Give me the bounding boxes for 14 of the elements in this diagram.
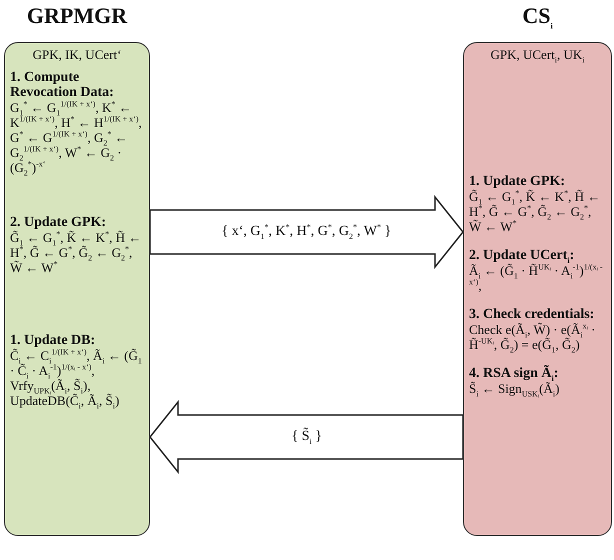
edge-label: { S̃$_{i}$ } — [292, 429, 322, 445]
protocol-step: 2. Update GPK: G̃$_{1}$ ← G$_{1}$$^{*}$, K̃ ← K$^{*}$, H̃ ← H$^{*}$, G̃ ← G$^{*}$, G̃$_{2}$ ← G$_{2}$$^{*}$, W̃ ← W$^{*}$ — [10, 215, 144, 275]
protocol-step: 4. RSA sign Ã$_{i}$: S̃$_{i}$ ← Sign$_{USKᵢ}$(Ã$_{i}$) — [469, 366, 606, 396]
protocol-step: 1. Update DB: C̃$_{i}$ ← C$_{i}$$^{1/(IK + x‘)}$, Ã$_{i}$ ← (G̃$_{1}$ · C̃$_{i}$ · A$_{i}$$^{-1}$)$^{1/(xᵢ - x‘)}$, Vrfy$_{UPKᵢ}$(Ã$_{i}$, S̃$_{i}$), UpdateDB(C̃$_{i}$, Ã$_{i}$, S̃$_{i}$) — [10, 333, 144, 408]
protocol-step: 1. Update GPK: G̃$_{1}$ ← G$_{1}$$^{*}$, K̃ ← K$^{*}$, H̃ ← H$^{*}$, G̃ ← G$^{*}$, G̃$_{2}$ ← G$_{2}$$^{*}$, W̃ ← W$^{*}$ — [469, 174, 606, 234]
block-arrow — [149, 400, 464, 474]
party-heading: GRPMGR — [26, 3, 128, 29]
edge-label: { x‘, G$_{1}$$^{*}$, K$^{*}$, H$^{*}$, G$^{*}$, G$_{2}$$^{*}$, W$^{*}$ } — [222, 224, 392, 240]
input-list: GPK, UCert$_{i}$, UK$_{i}$ — [469, 47, 606, 62]
protocol-step: 1. Compute Revocation Data: G$_{1}$$^{*}$ ← G$_{1}$$^{1/(IK + x‘)}$, K$^{*}$ ← K$^{1/(IK + x‘)}$, H$^{*}$ ← H$^{1/(IK + x‘)}$, G$^{*}$ ← G$^{1/(IK + x‘)}$, G$_{2}$$^{*}$ ← G$_{2}$$^{1/(IK + x‘)}$, W$^{*}$ ← G$_{2}$ · (G$_{2}$$^{*}$)$^{-x‘}$ — [10, 70, 144, 175]
protocol-step: 2. Update UCert$_{i}$: Ã$_{i}$ ← (G̃$_{1}$ · H̃$^{UKᵢ}$ · A$_{i}$$^{-1}$)$^{1/(xᵢ -}$ $^{x‘)}$, — [469, 248, 606, 293]
party-heading: CS$_{i}$ — [521, 3, 554, 29]
protocol-step: 3. Check credentials: Check e(Ã$_{i}$, W̃) · e(Ã$_{i}$$^{xᵢ}$ · H̃$^{-UKᵢ}$, G̃$_{2}$) = e(G̃$_{1}$, G̃$_{2}$) — [469, 307, 606, 352]
input-list: GPK, IK, UCert‘ — [10, 47, 144, 62]
